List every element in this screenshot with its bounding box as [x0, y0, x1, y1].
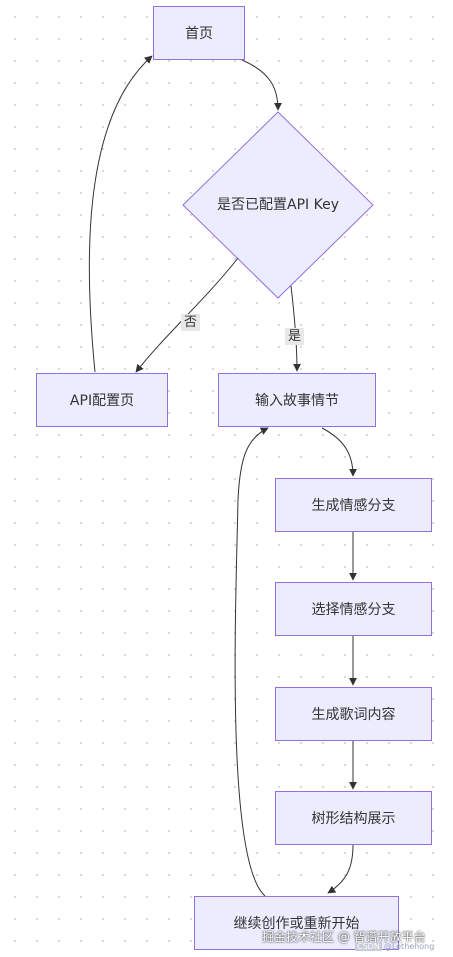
edge-input-to-genbranch [321, 427, 357, 477]
node-api-config: API配置页 [36, 373, 168, 427]
node-tree-display: 树形结构展示 [275, 791, 432, 845]
edge-tree-to-continue [327, 844, 354, 894]
node-continue: 继续创作或重新开始 [194, 896, 399, 950]
decision-diamond [182, 111, 374, 299]
node-choose-branch: 选择情感分支 [275, 582, 432, 636]
edge-label-no: 否 [181, 314, 201, 331]
csdn-user: @Lethehong [383, 942, 435, 951]
edge-apiconfig-to-home [88, 55, 153, 373]
csdn-badge: CSDN [355, 942, 382, 951]
edge-label-yes: 是 [285, 328, 305, 345]
edge-home-to-decision [241, 59, 282, 111]
edge-continue-to-input [234, 427, 269, 897]
node-generate-lyrics: 生成歌词内容 [275, 687, 432, 741]
watermark-text: 掘金技术社区 @ 智谱开放平台 [262, 930, 426, 944]
node-decision-label: 是否已配置API Key [217, 197, 339, 213]
node-input-story: 输入故事情节 [218, 373, 376, 427]
node-home: 首页 [153, 6, 245, 60]
watermark-csdn: CSDN@Lethehong [355, 942, 434, 951]
node-generate-branch: 生成情感分支 [275, 478, 432, 532]
